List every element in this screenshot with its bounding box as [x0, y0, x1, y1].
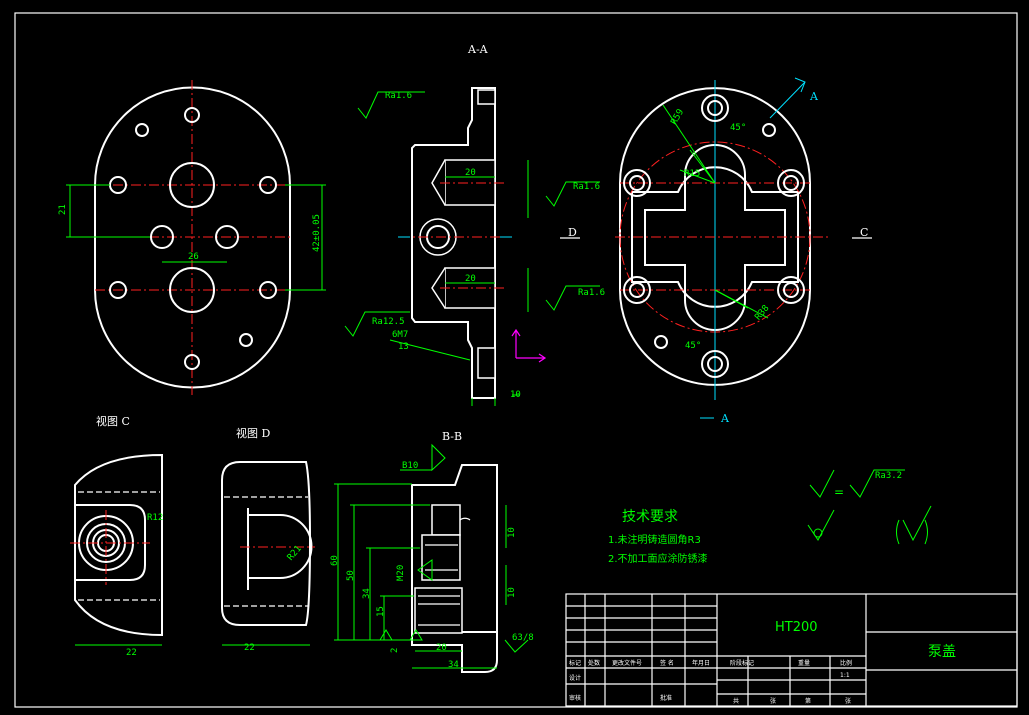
dim-20-bottom: 20	[465, 274, 476, 284]
ra32: Ra3.2	[875, 471, 902, 481]
svg-text:批准: 批准	[660, 694, 672, 702]
dim-r38: R38	[753, 303, 771, 322]
tech-requirements: 技术要求 1.未注明铸造圆角R3 2.不加工面应涂防锈漆	[608, 509, 708, 565]
dim-50: 50	[346, 570, 356, 581]
drawing-frame	[14, 12, 1018, 708]
svg-text:签 名: 签 名	[660, 659, 674, 667]
ra16-top: Ra1.6	[385, 91, 412, 101]
dim-10: 10	[510, 390, 521, 400]
section-aa-view: A-A 20 20 10 Ra1.6	[344, 43, 605, 406]
mark-d: D	[568, 226, 577, 239]
dim-45-bottom: 45°	[685, 341, 701, 351]
section-aa-label: A-A	[467, 43, 489, 56]
svg-text:张: 张	[770, 697, 776, 705]
dim-34-v: 34	[362, 588, 372, 599]
svg-text:设计: 设计	[569, 674, 581, 682]
dim-r15: R15	[684, 169, 700, 179]
dim-d10-b: 10	[507, 587, 517, 598]
svg-text:阶段标记: 阶段标记	[730, 659, 754, 667]
svg-text:第: 第	[805, 697, 811, 705]
dim-45-top: 45°	[730, 123, 746, 133]
ra16-mid: Ra1.6	[573, 182, 600, 192]
dim-2: 2	[390, 648, 400, 653]
view-c-label: 视图 C	[96, 414, 130, 428]
dim-63: 63/8	[512, 633, 534, 643]
dim-21: 21	[58, 204, 68, 215]
view-d: 视图 D R21 22	[221, 426, 315, 653]
rear-view: 45° 45° R59 R38 R15 A A	[615, 77, 830, 425]
part-name: 泵盖	[928, 644, 956, 660]
svg-text:处数: 处数	[588, 659, 600, 667]
mark-a-bottom: A	[720, 412, 730, 425]
roughness-legend: = Ra3.2	[807, 469, 932, 545]
title-block: 标记 处数 更改文件号 签 名 年月日 设计 审核 批准 阶段标记 重量 比例 …	[565, 593, 1018, 707]
dim-r59: R59	[669, 108, 686, 127]
dim-r12: R12	[147, 513, 163, 523]
section-bb-label: B-B	[442, 430, 462, 443]
front-view: 21 26 42±0.05	[58, 80, 326, 395]
ra16-bottom: Ra1.6	[578, 288, 605, 298]
dim-42: 42±0.05	[312, 214, 322, 252]
dim-15: 15	[376, 606, 386, 617]
dim-22-c: 22	[126, 648, 137, 658]
dim-d10-a: 10	[507, 527, 517, 538]
svg-text:比例: 比例	[840, 659, 852, 667]
svg-text:更改文件号: 更改文件号	[612, 659, 642, 667]
dim-22-d: 22	[244, 643, 255, 653]
material-label: HT200	[775, 620, 818, 635]
mark-c: C	[860, 226, 868, 239]
tech-line-1: 1.未注明铸造圆角R3	[608, 533, 701, 546]
view-d-label: 视图 D	[236, 426, 270, 440]
svg-text:共: 共	[733, 697, 739, 705]
scale-value: 1:1	[840, 672, 850, 679]
tech-line-2: 2.不加工面应涂防锈漆	[608, 552, 708, 565]
dim-13: 13	[398, 342, 409, 352]
svg-text:张: 张	[845, 697, 851, 705]
svg-text:年月日: 年月日	[692, 659, 710, 667]
mark-a-top: A	[809, 90, 819, 103]
dim-60: 60	[330, 555, 340, 566]
dim-m20: M20	[396, 565, 406, 581]
svg-text:=: =	[834, 485, 844, 499]
dim-34-h: 34	[448, 660, 459, 670]
svg-text:重量: 重量	[798, 659, 810, 667]
svg-text:标记: 标记	[569, 659, 581, 667]
dim-b10: B10	[402, 461, 418, 471]
section-bb-view: B-B 60 50 34 15 2 M20 B10	[330, 430, 534, 673]
dim-6m7: 6M7	[392, 330, 408, 340]
dim-26: 26	[188, 252, 199, 262]
dim-20-top: 20	[465, 168, 476, 178]
view-c: 视图 C R12 22	[70, 414, 163, 658]
tech-title: 技术要求	[622, 509, 678, 525]
svg-text:审核: 审核	[569, 694, 581, 702]
ra125: Ra12.5	[372, 317, 405, 327]
dim-20-bb: 20	[436, 643, 447, 653]
